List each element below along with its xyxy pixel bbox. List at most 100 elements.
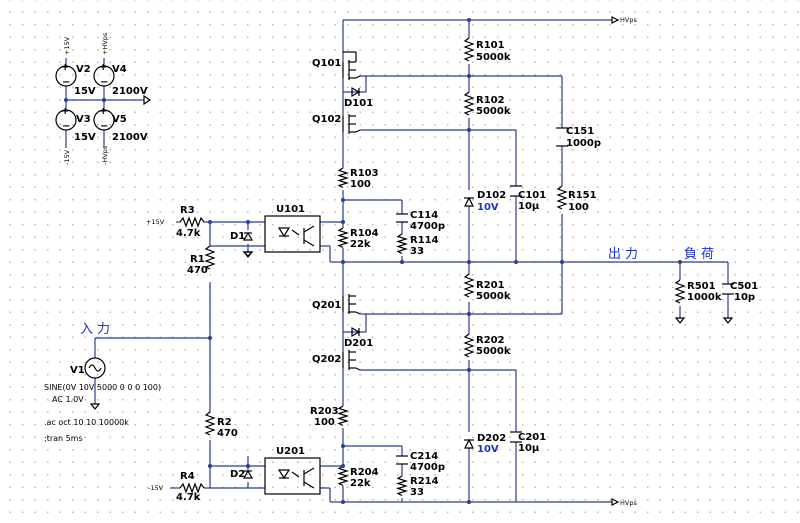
r102-value: 5000k: [476, 106, 511, 117]
v5-net-label: -HVps: [101, 145, 109, 165]
d202-value: 10V: [477, 444, 499, 455]
resistor-r101: R101 5000k: [463, 37, 511, 63]
r214-ref: R214: [410, 476, 439, 487]
resistor-r114: R114 33: [395, 233, 439, 257]
zener-d202: D202 10V: [464, 433, 506, 455]
resistor-r202: R202 5000k: [463, 333, 511, 358]
v2-source-symbol: [55, 65, 77, 87]
photocoupler-u101: U101: [264, 204, 321, 253]
r2-ref: R2: [217, 417, 232, 428]
input-source-v1: V1 SINE(0V 10V 5000 0 0 0 100) AC 1.0V .…: [44, 357, 161, 443]
resistor-r104: R104 22k: [336, 227, 379, 250]
diode-d2: D2: [230, 469, 254, 480]
v3-value: 15V: [74, 132, 96, 143]
v1-ac: AC 1.0V: [52, 395, 84, 404]
v5-value: 2100V: [112, 132, 148, 143]
r103-ref: R103: [350, 168, 379, 179]
r4-ref: R4: [180, 471, 195, 482]
resistor-r2: R2 470: [204, 411, 238, 439]
tran-directive: ;tran 5ms: [44, 434, 83, 443]
mosfet-q101: Q101: [312, 51, 361, 80]
capacitor-c501: C501 10p: [722, 281, 758, 303]
zener-d102: D102 10V: [464, 190, 506, 213]
d1-ref: D1: [230, 231, 245, 242]
v2-value: 15V: [74, 86, 96, 97]
v4-ref: V4: [112, 64, 127, 75]
resistor-r201: R201 5000k: [463, 273, 511, 302]
d201-ref: D201: [344, 338, 373, 349]
diode-d101: D101: [343, 76, 373, 109]
r3-value: 4.7k: [176, 228, 201, 239]
d101-ref: D101: [344, 98, 373, 109]
c151-ref: C151: [566, 126, 594, 137]
input-label: 入力: [80, 322, 114, 337]
r102-ref: R102: [476, 95, 505, 106]
r204-value: 22k: [350, 478, 371, 489]
r203-value: 100: [314, 417, 335, 428]
d2-ref: D2: [230, 469, 245, 480]
c101-value: 10μ: [518, 201, 540, 212]
v3-ref: V3: [76, 114, 91, 125]
hv-top-net-label: HVps: [620, 16, 637, 24]
svg-text:+: +: [99, 62, 107, 73]
capacitor-c151: C151 1000p: [556, 126, 601, 149]
v1-ref: V1: [70, 365, 85, 376]
v5-ref: V5: [112, 114, 127, 125]
output-label: 出力: [608, 247, 642, 262]
capacitor-c214: C214 4700p: [396, 451, 445, 473]
v3-net-label: -15V: [63, 149, 71, 165]
r4-value: 4.7k: [176, 492, 201, 503]
ac-directive: .ac oct 10 10 10000k: [44, 418, 129, 427]
mosfet-q201: Q201: [312, 294, 361, 315]
v4-source-symbol: [93, 65, 115, 87]
r114-ref: R114: [410, 235, 439, 246]
resistor-r102: R102 5000k: [463, 91, 511, 117]
c501-value: 10p: [734, 292, 755, 303]
q101-ref: Q101: [312, 58, 341, 69]
svg-text:+: +: [61, 62, 69, 73]
q102-ref: Q102: [312, 114, 341, 125]
r104-ref: R104: [350, 228, 379, 239]
v2-net-label: +15V: [63, 36, 71, 55]
r501-value: 1000k: [687, 292, 722, 303]
r103-value: 100: [350, 179, 371, 190]
svg-text:−: −: [100, 77, 108, 88]
q201-ref: Q201: [312, 300, 341, 311]
v1-function: SINE(0V 10V 5000 0 0 0 100): [44, 383, 161, 392]
resistor-r151: R151 100: [556, 185, 597, 213]
resistor-r203: R203 100: [310, 405, 350, 428]
resistor-r1: R1 470: [187, 245, 216, 276]
d102-ref: D102: [477, 190, 506, 201]
capacitor-c201: C201 10μ: [510, 431, 546, 454]
svg-text:+: +: [99, 106, 107, 117]
p15-net-label: +15V: [146, 218, 165, 226]
r204-ref: R204: [350, 467, 379, 478]
capacitor-c101: C101 10μ: [510, 185, 546, 212]
v4-value: 2100V: [112, 86, 148, 97]
r501-ref: R501: [687, 281, 716, 292]
r201-value: 5000k: [476, 291, 511, 302]
n15-net-label: -15V: [148, 484, 164, 492]
resistor-r204: R204 22k: [336, 465, 379, 489]
svg-text:−: −: [100, 121, 108, 132]
resistor-r103: R103 100: [336, 167, 379, 190]
r202-ref: R202: [476, 335, 505, 346]
ground-symbols: [89, 251, 734, 410]
d102-value: 10V: [477, 202, 499, 213]
r201-ref: R201: [476, 280, 505, 291]
r101-ref: R101: [476, 40, 505, 51]
c151-value: 1000p: [566, 138, 601, 149]
resistor-r3: R3 4.7k +15V: [146, 205, 205, 239]
resistor-r501: R501 1000k: [674, 279, 722, 304]
capacitor-c114: C114 4700p: [396, 210, 445, 232]
v4-net-label: +HVps: [101, 32, 109, 55]
c101-ref: C101: [518, 190, 546, 201]
d202-ref: D202: [477, 433, 506, 444]
hv-rails: HVps HVps: [343, 16, 637, 507]
u101-ref: U101: [276, 204, 305, 215]
c214-ref: C214: [410, 451, 438, 462]
diode-d201: D201: [343, 314, 373, 349]
u201-ref: U201: [276, 446, 305, 457]
